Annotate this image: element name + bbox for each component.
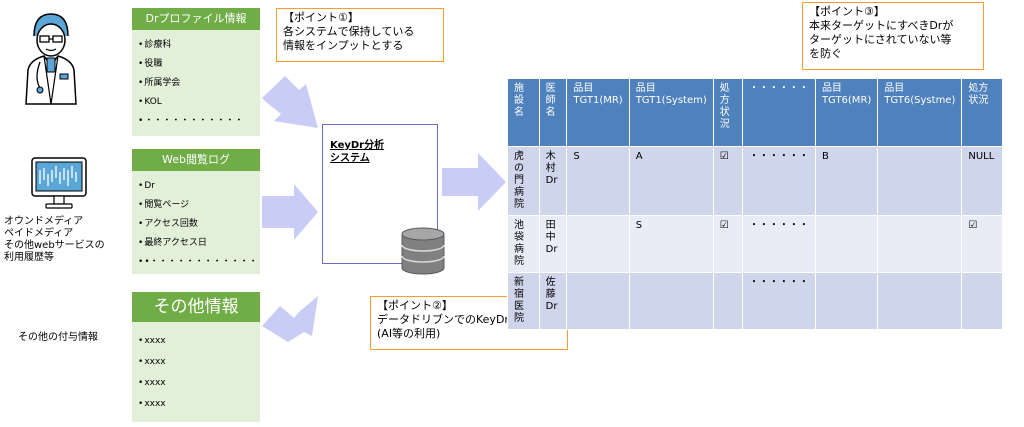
header-tgt6-mr: 品目TGT6(MR) (814, 78, 879, 147)
table-cell (877, 272, 963, 330)
other-info-list: xxxx xxxx xxxx xxxx (132, 322, 260, 415)
callout-line: 各システムで保持している (283, 25, 415, 38)
callout-line: ターゲットにされていない等 (809, 33, 952, 46)
table-cell: B (814, 146, 879, 216)
table-row: 虎の門病院 木村Dr S A ☑ ・・・・・・ B NULL (507, 146, 1003, 216)
system-title-line: KeyDr分析 (330, 140, 385, 151)
header-tgt6-system: 品目TGT6(Systme) (877, 78, 963, 147)
arrow-icon (262, 296, 318, 342)
dr-profile-box: Drプロファイル情報 診療科 役職 所属学会 KOL ・・・・・・・・・・・ (132, 8, 260, 136)
web-log-box: Web閲覧ログ Dr 閲覧ページ アクセス回数 最終アクセス日 •・・・・・・・… (132, 149, 260, 274)
dr-profile-list: 診療科 役職 所属学会 KOL ・・・・・・・・・・・ (132, 30, 260, 131)
header-prescription-6: 処方状況 (961, 78, 1003, 147)
arrow-icon (262, 76, 318, 128)
table-cell (961, 272, 1003, 330)
list-item: Dr (138, 177, 260, 196)
table-cell (877, 146, 963, 216)
header-tgt1-system: 品目TGT1(System) (628, 78, 714, 147)
list-item: ・・・・・・・・・・・ (138, 112, 260, 131)
table-cell (566, 272, 630, 330)
table-cell: 佐藤Dr (538, 272, 568, 330)
arrow-icon (442, 153, 506, 211)
table-header-row: 施設名 医師名 品目TGT1(MR) 品目TGT1(System) 処方状況 ・… (507, 78, 1003, 147)
table-cell (566, 215, 630, 273)
list-item: xxxx (138, 394, 260, 415)
table-cell: S (628, 215, 714, 273)
table-cell (814, 272, 879, 330)
media-label-line: ペイドメディア (4, 228, 74, 239)
table-cell: ・・・・・・ (741, 215, 816, 273)
web-log-list: Dr 閲覧ページ アクセス回数 最終アクセス日 •・・・・・・・・・・・・ (132, 171, 260, 272)
table-cell: A (628, 146, 714, 216)
header-facility: 施設名 (507, 78, 540, 147)
other-info-title: その他情報 (132, 292, 260, 322)
callout-point-1: 【ポイント①】 各システムで保持している 情報をインプットとする (276, 8, 444, 62)
table-cell: ☑ (712, 215, 743, 273)
callout-line: 【ポイント③】 (809, 5, 885, 18)
system-title-line: システム (330, 153, 370, 164)
header-doctor: 医師名 (538, 78, 568, 147)
list-item: 役職 (138, 55, 260, 74)
table-row: 池袋病院 田中Dr S ☑ ・・・・・・ ☑ (507, 215, 1003, 273)
list-item: 所属学会 (138, 74, 260, 93)
list-item: KOL (138, 93, 260, 112)
callout-line: を防ぐ (809, 47, 842, 60)
header-ellipsis: ・・・・・・ (741, 78, 816, 147)
web-log-title: Web閲覧ログ (132, 149, 260, 171)
list-item: 閲覧ページ (138, 196, 260, 215)
table-cell: ☑ (712, 146, 743, 216)
list-item-more: •・・・・・・・・・・・・ (138, 253, 260, 272)
table-cell: 新宿医院 (507, 272, 540, 330)
callout-point-3: 【ポイント③】 本来ターゲットにすべきDrが ターゲットにされていない等 を防ぐ (802, 2, 984, 70)
header-tgt1-mr: 品目TGT1(MR) (566, 78, 630, 147)
list-item: 最終アクセス日 (138, 234, 260, 253)
callout-line: 【ポイント①】 (283, 11, 359, 24)
table-cell: S (566, 146, 630, 216)
callout-line: 【ポイント②】 (377, 299, 453, 312)
table-cell (712, 272, 743, 330)
doctor-icon (20, 8, 82, 106)
keydr-table: 施設名 医師名 品目TGT1(MR) 品目TGT1(System) 処方状況 ・… (507, 78, 1003, 330)
table-cell: NULL (961, 146, 1003, 216)
media-label-line: 利用履歴等 (4, 252, 54, 263)
system-title: KeyDr分析 システム (330, 139, 384, 165)
media-label-line: オウンドメディア (4, 216, 84, 227)
dr-profile-title: Drプロファイル情報 (132, 8, 260, 30)
callout-line: 情報をインプットとする (283, 39, 404, 52)
table-cell: 田中Dr (538, 215, 568, 273)
other-info-box: その他情報 xxxx xxxx xxxx xxxx (132, 292, 260, 422)
table-row: 新宿医院 佐藤Dr ・・・・・・ (507, 272, 1003, 330)
callout-line: (AI等の利用) (377, 327, 441, 340)
media-label-line: その他webサービスの (4, 240, 105, 251)
callout-line: データドリブンでのKeyDr分析 (377, 313, 531, 326)
table-cell: ・・・・・・ (741, 272, 816, 330)
list-item: xxxx (138, 373, 260, 394)
table-cell (628, 272, 714, 330)
other-info-label: その他の付与情報 (18, 332, 98, 343)
list-item: アクセス回数 (138, 215, 260, 234)
list-item: xxxx (138, 331, 260, 352)
monitor-icon (30, 156, 88, 210)
table-cell: 虎の門病院 (507, 146, 540, 216)
arrow-icon (262, 184, 318, 240)
table-cell: ☑ (961, 215, 1003, 273)
table-cell: ・・・・・・ (741, 146, 816, 216)
list-item: 診療科 (138, 36, 260, 55)
list-item: xxxx (138, 352, 260, 373)
database-icon (400, 226, 446, 276)
table-cell: 木村Dr (538, 146, 568, 216)
table-cell (877, 215, 963, 273)
table-cell (814, 215, 879, 273)
media-label: オウンドメディア ペイドメディア その他webサービスの 利用履歴等 (4, 216, 132, 264)
header-prescription-1: 処方状況 (712, 78, 743, 147)
callout-line: 本来ターゲットにすべきDrが (809, 19, 954, 32)
table-cell: 池袋病院 (507, 215, 540, 273)
